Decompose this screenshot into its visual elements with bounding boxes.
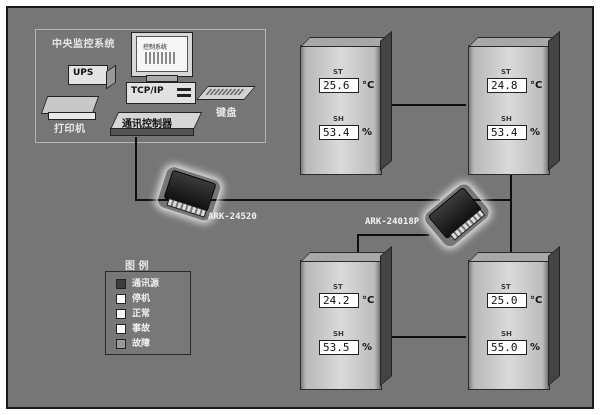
wire-device2-to-right (470, 199, 512, 201)
hum-display: 53.4 (319, 125, 359, 140)
cabinet-bottom-left[interactable]: ST 24.2 °C SH 53.5 % (300, 260, 382, 390)
temp-label: ST (501, 283, 511, 291)
ark-24520-device[interactable] (163, 169, 217, 218)
hum-label: SH (333, 330, 344, 338)
central-monitoring-system: 中央监控系统 UPS 控制系统 TCP/IP 打印机 键盘 (35, 29, 266, 143)
hum-display: 55.0 (487, 340, 527, 355)
keyboard-label: 键盘 (216, 108, 237, 119)
temp-unit: °C (530, 295, 543, 306)
cabinet-top-left[interactable]: ST 25.6 °C SH 53.4 % (300, 45, 382, 175)
wire-device1-to-device2 (208, 199, 440, 201)
pc-monitor[interactable]: 控制系统 (131, 32, 193, 77)
wire-right-vertical (510, 170, 512, 270)
wire-device2-down (357, 234, 359, 264)
cabinet-bottom-right[interactable]: ST 25.0 °C SH 55.0 % (468, 260, 550, 390)
temp-label: ST (501, 68, 511, 76)
printer-tray (48, 112, 96, 120)
legend-swatch (116, 324, 126, 334)
pc-screen-graphic (145, 52, 175, 64)
temp-display: 24.2 (319, 293, 359, 308)
legend-label: 正常 (132, 309, 151, 319)
legend: 通讯源 停机 正常 事故 故障 (105, 271, 191, 355)
temp-display: 25.0 (487, 293, 527, 308)
pc-screen: 控制系统 (136, 36, 188, 72)
hum-unit: % (530, 342, 541, 353)
legend-swatch (116, 279, 126, 289)
keyboard-keys (205, 89, 247, 95)
legend-swatch (116, 309, 126, 319)
ark-24520-label: ARK-24520 (208, 212, 257, 222)
temp-unit: °C (362, 295, 375, 306)
hum-label: SH (333, 115, 344, 123)
legend-title: 图 例 (125, 261, 149, 272)
wire-device2-horizontal (357, 234, 429, 236)
temp-unit: °C (362, 80, 375, 91)
hum-display: 53.5 (319, 340, 359, 355)
pc-screen-text: 控制系统 (143, 44, 168, 51)
temp-display: 25.6 (319, 78, 359, 93)
temp-label: ST (333, 283, 343, 291)
hum-unit: % (362, 342, 373, 353)
wire-to-device1 (135, 199, 177, 201)
hum-display: 53.4 (487, 125, 527, 140)
wire-controller-down (135, 137, 137, 201)
tcpip-label: TCP/IP (131, 86, 164, 96)
monitor-stand (146, 75, 178, 82)
legend-label: 通讯源 (132, 279, 160, 289)
legend-label: 停机 (132, 294, 151, 304)
ups-label: UPS (73, 68, 94, 78)
legend-label: 故障 (132, 339, 151, 349)
comm-controller-label: 通讯控制器 (122, 119, 172, 130)
ark-24018p-device[interactable] (427, 186, 486, 241)
drive-slot (177, 88, 191, 91)
temp-unit: °C (530, 80, 543, 91)
legend-label: 事故 (132, 324, 151, 334)
central-title: 中央监控系统 (52, 39, 115, 50)
keyboard[interactable] (196, 86, 256, 100)
hum-unit: % (530, 127, 541, 138)
monitoring-screen: 中央监控系统 UPS 控制系统 TCP/IP 打印机 键盘 (6, 6, 594, 409)
ark-24018p-label: ARK-24018P (365, 217, 420, 227)
ups-unit[interactable]: UPS (68, 65, 108, 85)
hum-unit: % (362, 127, 373, 138)
drive-slot (177, 94, 191, 97)
legend-swatch (116, 339, 126, 349)
wire-bottom-cabinets (390, 336, 466, 338)
comm-controller-front (110, 128, 194, 136)
hum-label: SH (501, 330, 512, 338)
cabinet-top-right[interactable]: ST 24.8 °C SH 53.4 % (468, 45, 550, 175)
legend-swatch (116, 294, 126, 304)
wire-top-cabinets (390, 104, 466, 106)
temp-display: 24.8 (487, 78, 527, 93)
temp-label: ST (333, 68, 343, 76)
printer-label: 打印机 (54, 124, 86, 135)
pc-case[interactable]: TCP/IP (126, 82, 196, 104)
hum-label: SH (501, 115, 512, 123)
